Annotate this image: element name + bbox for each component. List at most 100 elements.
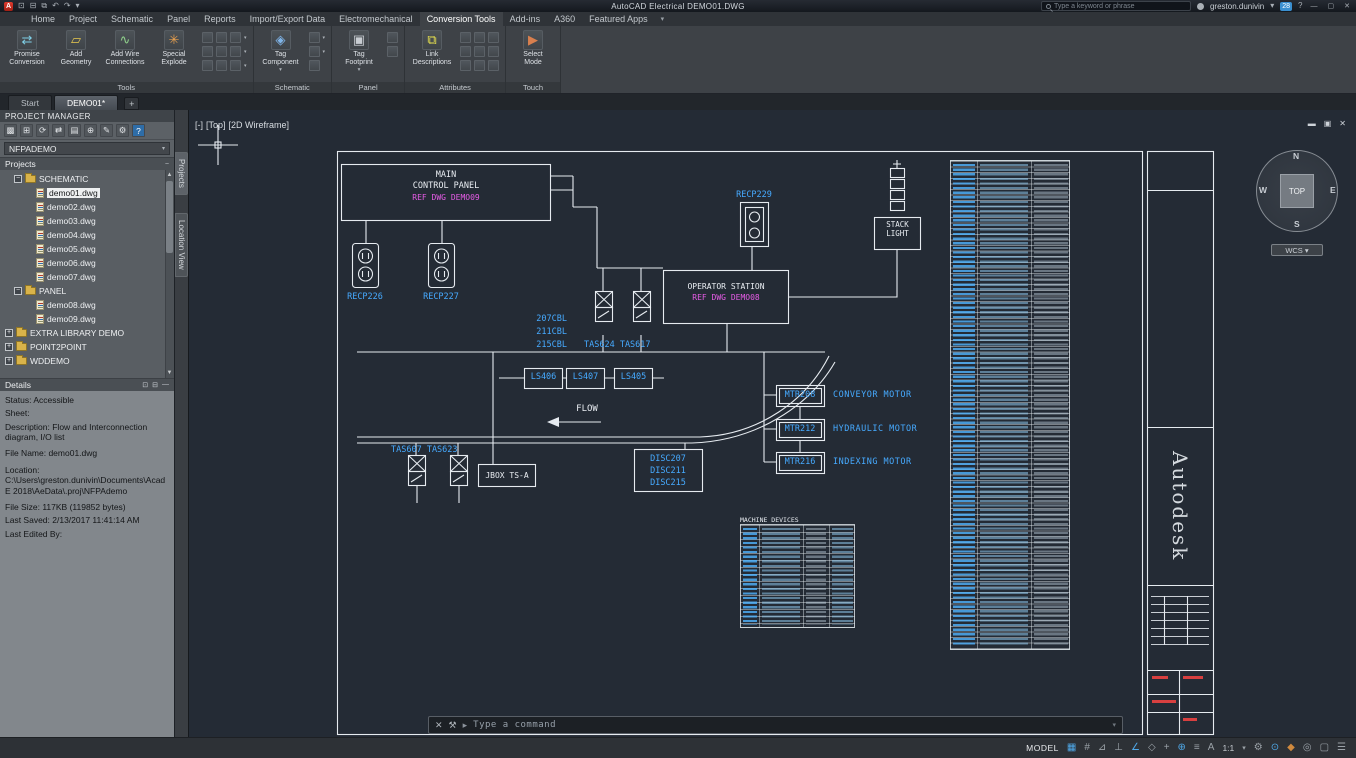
ribbon-group-label-schematic[interactable]: Schematic (253, 82, 332, 93)
caret-down-icon[interactable]: ▾ (279, 67, 282, 73)
small-tool-icon[interactable] (474, 46, 486, 57)
tag-footprint-button[interactable]: ▣ Tag Footprint ▾ (345, 30, 373, 73)
small-tool-icon[interactable] (202, 46, 213, 57)
small-tool-icon[interactable] (230, 32, 241, 43)
file-tab-demo01[interactable]: DEMO01* (53, 95, 119, 110)
tab-conversion-tools[interactable]: Conversion Tools (419, 12, 503, 26)
tree-project-point2point[interactable]: +POINT2POINT (5, 341, 87, 352)
small-tool-icon[interactable] (308, 60, 320, 71)
viewcube-west[interactable]: W (1259, 185, 1268, 195)
special-explode-button[interactable]: ✳ Special Explode (161, 30, 187, 66)
snap-icon[interactable]: # (1084, 742, 1090, 753)
object-snap-icon[interactable]: ⊕ (1177, 742, 1186, 753)
drawing-canvas[interactable]: [-] [Top] [2D Wireframe] ▬ ▣ ✕ (189, 110, 1356, 737)
small-tool-icon[interactable] (216, 46, 227, 57)
command-line[interactable]: ✕ ⚒ ▸ Type a command ▾ (428, 716, 1123, 734)
tab-electromechanical[interactable]: Electromechanical (339, 14, 413, 24)
command-input[interactable]: Type a command (473, 720, 557, 730)
ribbon-group-label-panel[interactable]: Panel (332, 82, 405, 93)
update-retag-icon[interactable]: ⇄ (52, 124, 65, 137)
ribbon-group-label-tools[interactable]: Tools (0, 82, 253, 93)
add-wire-connections-button[interactable]: ∿ Add Wire Connections (105, 30, 145, 66)
collapse-icon[interactable]: − (164, 160, 169, 168)
redo-icon[interactable]: ↷ (63, 1, 71, 10)
annotation-visibility-icon[interactable]: A (1207, 742, 1215, 753)
close-button[interactable]: ✕ (1344, 3, 1350, 10)
graphics-performance-icon[interactable]: ◆ (1287, 742, 1295, 753)
tab-reports[interactable]: Reports (204, 14, 236, 24)
small-tool-icon[interactable] (230, 46, 241, 57)
small-tool-icon[interactable] (230, 60, 241, 71)
small-tool-icon[interactable] (308, 32, 320, 43)
tree-item-demo07[interactable]: demo07.dwg (0, 270, 174, 284)
expander-icon[interactable]: + (5, 357, 13, 365)
help-icon[interactable]: ? (1298, 1, 1303, 10)
clean-screen-icon[interactable]: ▢ (1319, 742, 1330, 753)
minimize-button[interactable]: — (1310, 2, 1318, 10)
drawing-minimize-icon[interactable]: ▬ (1307, 119, 1316, 128)
caret-down-icon[interactable]: ▾ (244, 34, 247, 41)
command-history-caret-icon[interactable]: ▾ (1112, 722, 1116, 729)
edit-icon[interactable]: ✎ (100, 124, 113, 137)
tab-home[interactable]: Home (31, 14, 56, 24)
viewport-menu-control[interactable]: [-] (195, 120, 203, 130)
help-icon[interactable]: ? (132, 124, 145, 137)
small-tool-icon[interactable] (474, 32, 486, 43)
infer-constraints-icon[interactable]: ⊿ (1097, 742, 1107, 753)
print-icon[interactable]: ⊟ (152, 382, 158, 389)
tree-item-demo02[interactable]: demo02.dwg (0, 200, 174, 214)
open-project-icon[interactable]: ⊞ (20, 124, 33, 137)
small-tool-icon[interactable] (216, 32, 227, 43)
plot-publish-icon[interactable]: ⊕ (84, 124, 97, 137)
small-tool-icon[interactable] (474, 60, 486, 71)
command-customize-icon[interactable]: ⚒ (448, 719, 457, 730)
small-tool-icon[interactable] (216, 60, 227, 71)
tree-item-demo03[interactable]: demo03.dwg (0, 214, 174, 228)
caret-down-icon[interactable]: ▾ (244, 48, 247, 55)
small-tool-icon[interactable] (488, 32, 500, 43)
scroll-down-icon[interactable]: ▼ (166, 370, 173, 376)
project-select[interactable]: NFPADEMO ▾ (4, 142, 170, 155)
caret-down-icon[interactable]: ▾ (357, 67, 361, 73)
drawing-close-icon[interactable]: ✕ (1339, 119, 1346, 128)
small-tool-icon[interactable] (308, 46, 320, 57)
viewcube-north[interactable]: N (1293, 151, 1300, 161)
viewcube[interactable]: N W E S TOP WCS ▾ (1249, 146, 1345, 264)
projects-section-header[interactable]: Projects − (0, 157, 174, 170)
select-mode-button[interactable]: ▶ Select Mode (523, 30, 544, 66)
polar-tracking-icon[interactable]: ∠ (1131, 742, 1140, 753)
user-menu-caret-icon[interactable]: ▾ (1270, 1, 1275, 10)
tab-schematic[interactable]: Schematic (111, 14, 154, 24)
caret-down-icon[interactable]: ▾ (244, 62, 247, 69)
model-space-button[interactable]: MODEL (1026, 743, 1059, 753)
add-geometry-button[interactable]: ▱ Add Geometry (60, 30, 92, 66)
undo-icon[interactable]: ↶ (52, 1, 59, 10)
restore-button[interactable]: ▢ (1327, 3, 1335, 10)
plot-icon[interactable]: ⊟ (29, 1, 37, 10)
tree-item-demo05[interactable]: demo05.dwg (0, 242, 174, 256)
ribbon-display-caret-icon[interactable]: ▾ (660, 16, 665, 23)
settings-icon[interactable]: ⚙ (116, 124, 129, 137)
workspace-gear-icon[interactable]: ⚙ (1253, 742, 1263, 753)
link-descriptions-button[interactable]: ⧉ Link Descriptions (412, 30, 452, 66)
refresh-icon[interactable]: ⟳ (36, 124, 49, 137)
tab-a360[interactable]: A360 (554, 14, 576, 24)
tree-item-demo06[interactable]: demo06.dwg (0, 256, 174, 270)
file-tab-start[interactable]: Start (8, 95, 52, 110)
small-tool-icon[interactable] (488, 46, 500, 57)
preview-toggle-icon[interactable]: ⊡ (142, 382, 149, 389)
lineweight-icon[interactable]: ≡ (1193, 742, 1200, 753)
command-close-icon[interactable]: ✕ (435, 719, 443, 730)
search-input[interactable]: Type a keyword or phrase (1040, 1, 1191, 11)
new-tab-button[interactable]: + (124, 97, 140, 110)
ribbon-group-label-attributes[interactable]: Attributes (405, 82, 506, 93)
expander-icon[interactable]: + (5, 329, 13, 337)
signin-user[interactable]: greston.dunivin (1209, 1, 1265, 11)
tree-item-demo08[interactable]: demo08.dwg (0, 298, 174, 312)
tab-project[interactable]: Project (69, 14, 98, 24)
viewcube-top-face[interactable]: TOP (1280, 174, 1314, 208)
save-icon[interactable]: ⊡ (18, 1, 25, 10)
scale-caret-icon[interactable]: ▾ (1242, 744, 1246, 752)
collapse-icon[interactable]: — (162, 381, 169, 388)
caret-down-icon[interactable]: ▾ (322, 48, 326, 55)
